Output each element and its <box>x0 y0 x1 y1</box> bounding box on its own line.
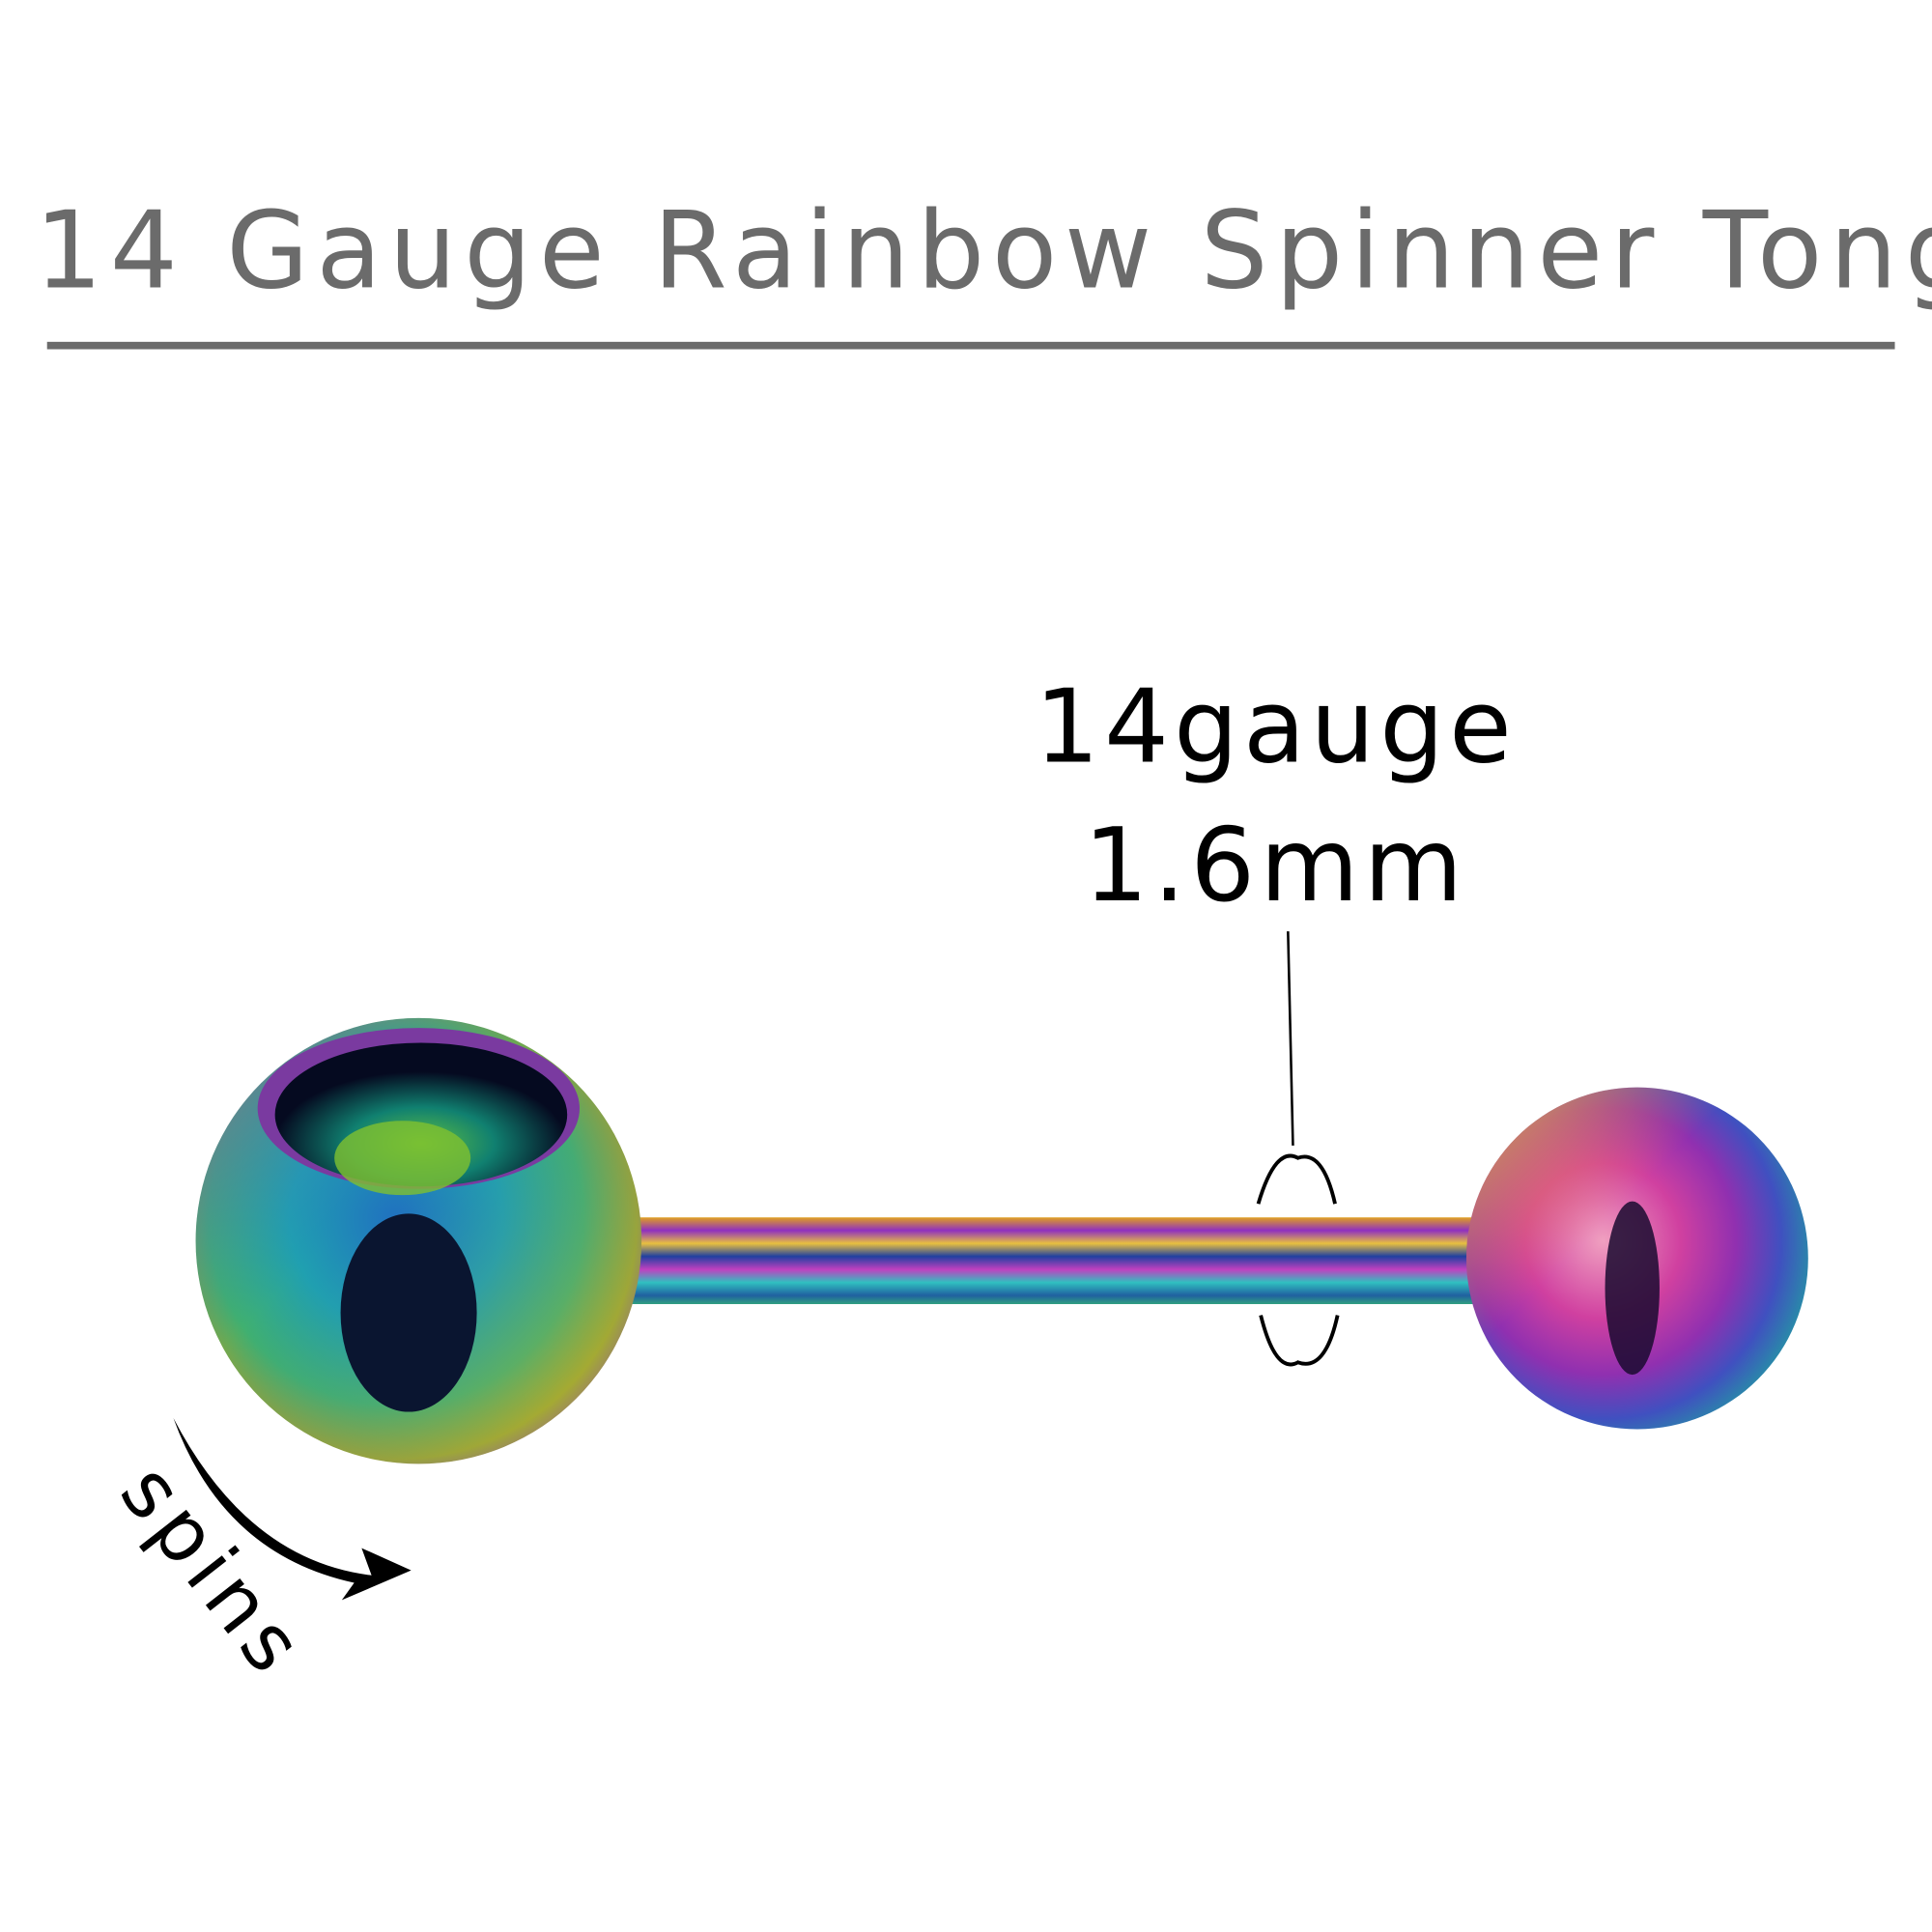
spinner-ball <box>195 1017 642 1464</box>
end-ball <box>1465 1087 1808 1430</box>
pointer-line <box>1287 931 1294 1146</box>
measure-bracket-bottom <box>1259 1315 1340 1367</box>
barbell-shaft <box>625 1217 1481 1304</box>
gauge-label: 14gauge <box>1035 667 1517 785</box>
measure-bracket-top <box>1256 1153 1337 1205</box>
product-title: 14 Gauge Rainbow Spinner Tongue Ring <box>35 189 1932 313</box>
thickness-label: 1.6mm <box>1084 806 1468 924</box>
title-underline <box>46 341 1895 350</box>
